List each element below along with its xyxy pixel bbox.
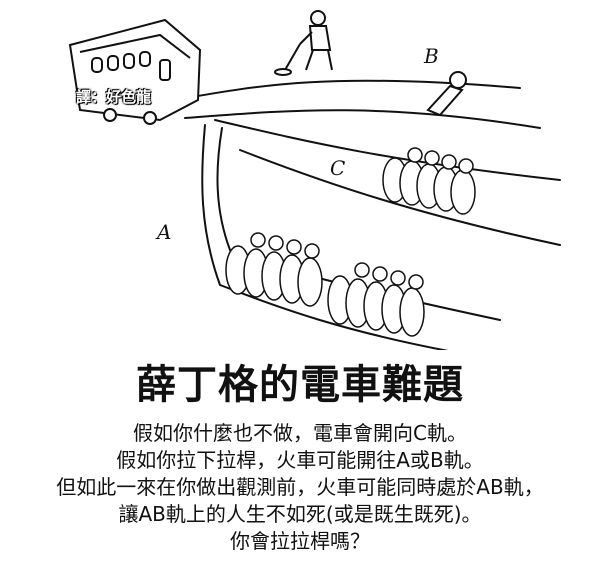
person-track-b bbox=[426, 71, 467, 117]
group-track-c bbox=[382, 147, 476, 215]
caption-line-3: 但如此一來在你做出觀測前，火車可能同時處於AB軌， bbox=[56, 475, 544, 499]
caption-line-4: 讓AB軌上的人生不如死(或是既生既死)。 bbox=[118, 502, 482, 526]
trolley-problem-illustration bbox=[68, 10, 561, 350]
track-c-bottom-rail bbox=[239, 149, 561, 246]
group-track-a-left bbox=[225, 232, 323, 307]
track-c-top-rail bbox=[214, 119, 561, 181]
caption-line-1: 假如你什麼也不做，電車會開向C軌。 bbox=[133, 421, 467, 445]
track-a-label: A bbox=[157, 220, 172, 244]
group-track-a-right bbox=[327, 262, 425, 337]
caption-line-2: 假如你拉下拉桿，火車可能開往A或B軌。 bbox=[116, 448, 484, 472]
translator-credit: 譯：好色龍 bbox=[76, 88, 152, 106]
caption-text: 假如你什麼也不做，電車會開向C軌。 假如你拉下拉桿，火車可能開往A或B軌。 但如… bbox=[0, 420, 600, 555]
trolley bbox=[68, 18, 202, 125]
page-title: 薛丁格的電車難題 bbox=[136, 362, 464, 408]
lever-operator bbox=[274, 10, 333, 76]
track-b-label: B bbox=[424, 44, 439, 68]
track-a-left-rail bbox=[201, 124, 449, 350]
track-b-bottom-rail bbox=[184, 109, 541, 129]
caption-line-5: 你會拉拉桿嗎？ bbox=[230, 529, 370, 553]
track-c-label: C bbox=[330, 156, 346, 180]
track-b-top-rail bbox=[174, 79, 521, 101]
